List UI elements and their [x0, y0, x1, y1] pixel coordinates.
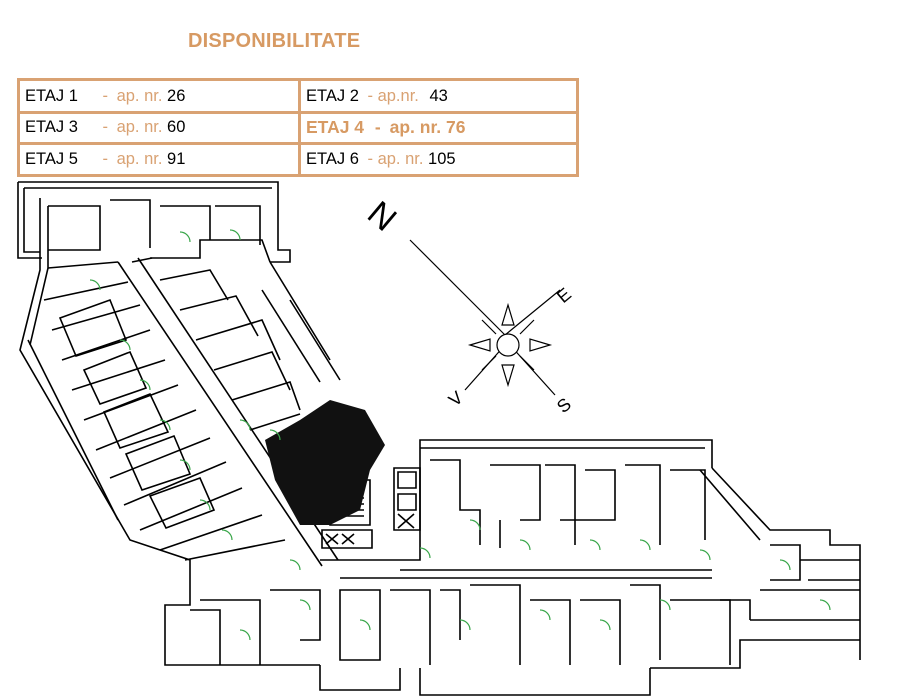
compass-south-label: S [553, 394, 575, 417]
floor-label: ETAJ 3 [25, 118, 78, 136]
floor-label: ETAJ 1 [25, 87, 78, 105]
compass-icon [409, 239, 561, 396]
compass-west-label: V [445, 387, 467, 410]
apartment-number: 76 [446, 117, 466, 137]
table-divider [20, 111, 576, 114]
floor-label: ETAJ 4 [306, 117, 365, 137]
apartment-number: 105 [428, 150, 456, 168]
separator: - [102, 150, 108, 168]
apartment-highlight [265, 400, 385, 525]
apartment-label: ap. nr. [116, 87, 163, 105]
separator: - [102, 87, 108, 105]
apartment-number: 43 [429, 87, 448, 105]
apartment-label: ap.nr. [377, 87, 419, 105]
floor-label: ETAJ 5 [25, 150, 78, 168]
floor-label: ETAJ 2 [306, 87, 359, 105]
apartment-label: ap. nr. [389, 117, 442, 137]
apartment-label: ap. nr. [116, 118, 163, 136]
compass-east-label: E [553, 284, 575, 307]
availability-cell-floor-2[interactable]: ETAJ 2 - ap.nr. 43 [301, 81, 576, 111]
availability-cell-floor-6[interactable]: ETAJ 6 - ap. nr. 105 [301, 144, 576, 174]
floor-label: ETAJ 6 [306, 150, 359, 168]
separator: - [102, 118, 108, 136]
apartment-number: 26 [167, 87, 186, 105]
availability-table: ETAJ 1 - ap. nr. 26 ETAJ 2 - ap.nr. 43 E… [17, 78, 579, 177]
availability-cell-floor-1[interactable]: ETAJ 1 - ap. nr. 26 [20, 81, 298, 111]
availability-cell-floor-5[interactable]: ETAJ 5 - ap. nr. 91 [20, 144, 298, 174]
compass-north-label: N [360, 194, 403, 239]
table-divider [298, 81, 301, 174]
separator: - [367, 150, 373, 168]
apartment-number: 60 [167, 118, 186, 136]
separator: - [374, 117, 381, 137]
separator: - [367, 87, 373, 105]
apartment-label: ap. nr. [377, 150, 424, 168]
availability-cell-floor-4[interactable]: ETAJ 4 - ap. nr. 76 [301, 112, 576, 142]
apartment-number: 91 [167, 150, 186, 168]
page-title: DISPONIBILITATE [188, 30, 361, 52]
apartment-label: ap. nr. [116, 150, 163, 168]
table-divider [20, 142, 576, 145]
availability-cell-floor-3[interactable]: ETAJ 3 - ap. nr. 60 [20, 112, 298, 142]
